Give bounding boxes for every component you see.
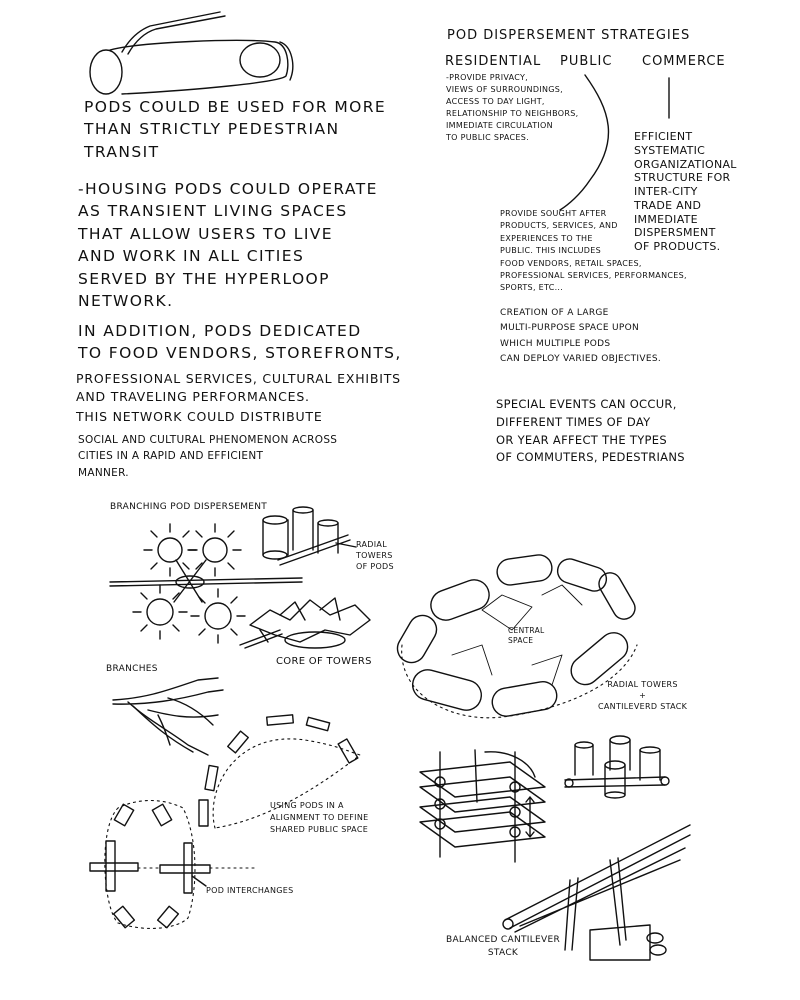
housing-pods-text: -HOUSING PODS COULD OPERATE AS TRANSIENT… xyxy=(78,180,378,311)
category-residential: RESIDENTIAL xyxy=(445,54,542,69)
alignment-label: USING PODS IN A ALIGNMENT TO DEFINE SHAR… xyxy=(270,801,369,834)
residential-text: -PROVIDE PRIVACY, VIEWS OF SURROUNDINGS,… xyxy=(446,73,579,142)
commerce-text: EFFICIENT SYSTEMATIC ORGANIZATIONAL STRU… xyxy=(634,130,737,253)
category-divider-lines xyxy=(559,74,670,211)
branches-label: BRANCHES xyxy=(106,664,158,674)
balanced-cantilever-sketch xyxy=(502,824,691,961)
branching-label: BRANCHING POD DISPERSEMENT xyxy=(110,502,268,512)
creation-text: CREATION OF A LARGE MULTI-PURPOSE SPACE … xyxy=(500,308,661,364)
stacked-layers-sketch xyxy=(419,749,546,863)
branching-hubs-sketch xyxy=(109,523,303,644)
addition-text: IN ADDITION, PODS DEDICATED TO FOOD VEND… xyxy=(78,322,402,363)
radial-cantilever-label: RADIAL TOWERS + CANTILEVERD STACK xyxy=(598,680,688,711)
central-space-ring-sketch xyxy=(396,554,638,719)
core-of-towers-sketch xyxy=(239,597,371,649)
professional-services-text: PROFESSIONAL SERVICES, CULTURAL EXHIBITS… xyxy=(76,371,401,404)
balanced-cantilever-label: BALANCED CANTILEVER STACK xyxy=(446,935,561,958)
pod-capsule-sketch xyxy=(89,11,294,95)
central-space-label: CENTRAL SPACE xyxy=(508,626,545,645)
category-public: PUBLIC xyxy=(560,54,613,69)
social-cultural-text: SOCIAL AND CULTURAL PHENOMENON ACROSS CI… xyxy=(78,434,338,479)
core-of-towers-label: CORE OF TOWERS xyxy=(276,656,372,667)
radial-towers-sketch xyxy=(262,506,357,566)
radial-towers-label: RADIAL TOWERS OF PODS xyxy=(356,540,394,571)
strategies-title: POD DISPERSEMENT STRATEGIES xyxy=(447,28,691,43)
network-distribute-text: THIS NETWORK COULD DISTRIBUTE xyxy=(76,409,323,424)
category-commerce: COMMERCE xyxy=(642,54,726,69)
special-events-text: SPECIAL EVENTS CAN OCCUR, DIFFERENT TIME… xyxy=(496,397,685,465)
public-text: PROVIDE SOUGHT AFTER PRODUCTS, SERVICES,… xyxy=(500,209,687,293)
branches-sketch xyxy=(112,677,224,756)
pod-interchanges-sketch xyxy=(89,800,259,929)
radial-towers-cluster-sketch xyxy=(564,735,670,799)
alignment-arc-sketch xyxy=(198,714,361,829)
pod-interchanges-label: POD INTERCHANGES xyxy=(206,886,294,895)
intro-text: PODS COULD BE USED FOR MORE THAN STRICTL… xyxy=(84,98,387,161)
